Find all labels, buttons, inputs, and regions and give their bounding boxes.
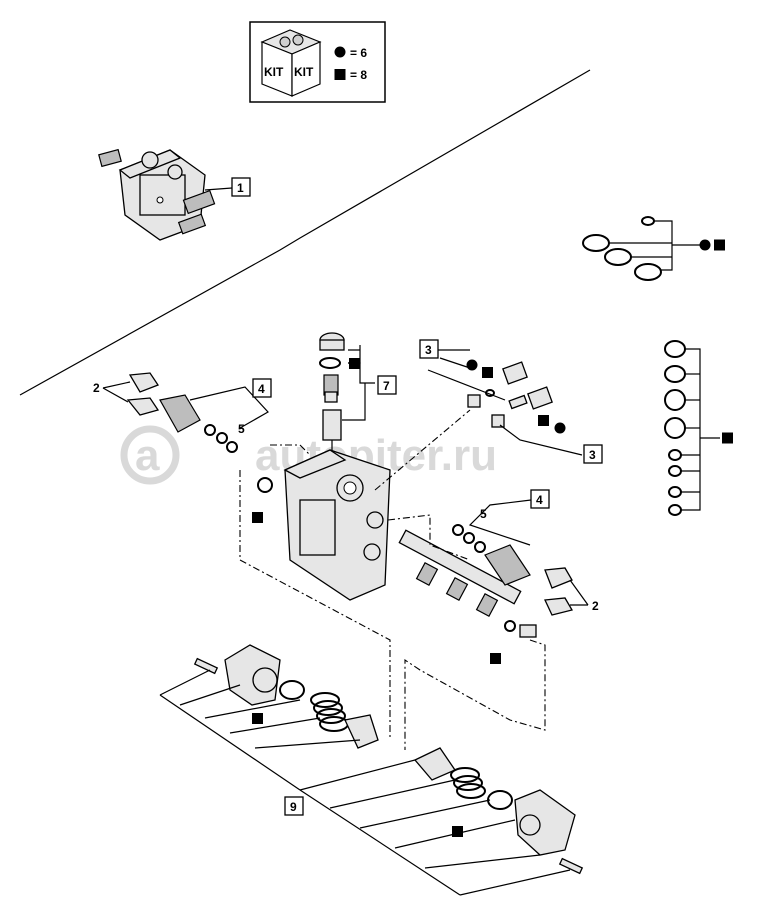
valve-section-body bbox=[252, 449, 391, 601]
spring-cap-assembly-left bbox=[159, 644, 379, 791]
plug-screw-part bbox=[319, 332, 345, 455]
callout-2-right: 2 bbox=[592, 599, 599, 613]
callout-4-left: 4 bbox=[258, 382, 265, 396]
spring-left bbox=[310, 692, 349, 732]
kit-circle-symbol-icon bbox=[334, 46, 346, 58]
spring-cap-assembly-right bbox=[299, 747, 584, 896]
seal-set-circle-symbol-icon bbox=[699, 239, 711, 251]
item-7-square-symbol-icon bbox=[349, 358, 360, 369]
connector-mid-right bbox=[387, 514, 471, 561]
leader-1 bbox=[204, 187, 233, 191]
kit-square-entry: = 8 bbox=[350, 68, 367, 82]
item-3-circle-symbol-icon bbox=[466, 359, 478, 371]
callout-7: 7 bbox=[383, 379, 390, 393]
connector-center bbox=[270, 444, 311, 456]
left-cap-group: 2 4 5 bbox=[93, 372, 272, 453]
connector-left bbox=[239, 470, 391, 740]
kit-legend: KIT KIT = 6 = 8 bbox=[249, 21, 386, 103]
callout-9-box bbox=[284, 796, 304, 816]
kit-square-symbol-icon bbox=[334, 69, 346, 80]
seal-column-square-symbol-icon bbox=[722, 432, 733, 444]
callout-1-box bbox=[231, 177, 251, 197]
callout-3-top-box bbox=[419, 339, 439, 359]
seal-set-square-symbol-icon bbox=[714, 239, 725, 251]
callout-9: 9 bbox=[290, 800, 297, 814]
spool-part bbox=[398, 529, 537, 664]
callout-2-left: 2 bbox=[93, 381, 100, 395]
callout-5-right: 5 bbox=[480, 507, 487, 521]
callout-5-left: 5 bbox=[238, 422, 245, 436]
seal-kit-3-top: 3 bbox=[419, 339, 528, 408]
callout-4-right: 4 bbox=[536, 493, 543, 507]
divider-line bbox=[19, 69, 591, 396]
kit-circle-entry: = 6 bbox=[350, 46, 367, 60]
item-3b-square-symbol-icon bbox=[538, 415, 549, 426]
kit-label-left: KIT bbox=[264, 65, 284, 79]
connector-spool bbox=[404, 639, 546, 750]
seal-kit-3-bottom: 3 bbox=[491, 386, 603, 464]
seal-column-right bbox=[664, 340, 733, 516]
valve-assembly-part bbox=[98, 148, 216, 241]
callout-1: 1 bbox=[237, 181, 244, 195]
callout-3-bottom: 3 bbox=[589, 448, 596, 462]
item-3-square-symbol-icon bbox=[482, 367, 493, 378]
callout-3-bottom-box bbox=[583, 444, 603, 464]
callout-7-box bbox=[377, 375, 397, 395]
callout-4-right-box bbox=[530, 489, 550, 509]
body-square-symbol-icon bbox=[252, 512, 263, 523]
spring-right-square-symbol-icon bbox=[452, 826, 463, 837]
spring-left-square-symbol-icon bbox=[252, 713, 263, 724]
spool-square-symbol-icon bbox=[490, 653, 501, 664]
watermark-logo-letter: a bbox=[135, 431, 160, 480]
kit-label-right: KIT bbox=[294, 65, 314, 79]
right-cap-group: 4 5 2 bbox=[452, 489, 599, 616]
callout-3-top: 3 bbox=[425, 343, 432, 357]
item-3b-circle-symbol-icon bbox=[554, 422, 566, 434]
spring-right bbox=[450, 767, 486, 799]
connector-top-right bbox=[374, 409, 471, 491]
watermark-logo-icon bbox=[120, 425, 180, 485]
kit-box-icon: KIT KIT bbox=[260, 29, 322, 97]
seal-set-top-right bbox=[582, 216, 725, 281]
callout-4-left-box bbox=[252, 378, 272, 398]
